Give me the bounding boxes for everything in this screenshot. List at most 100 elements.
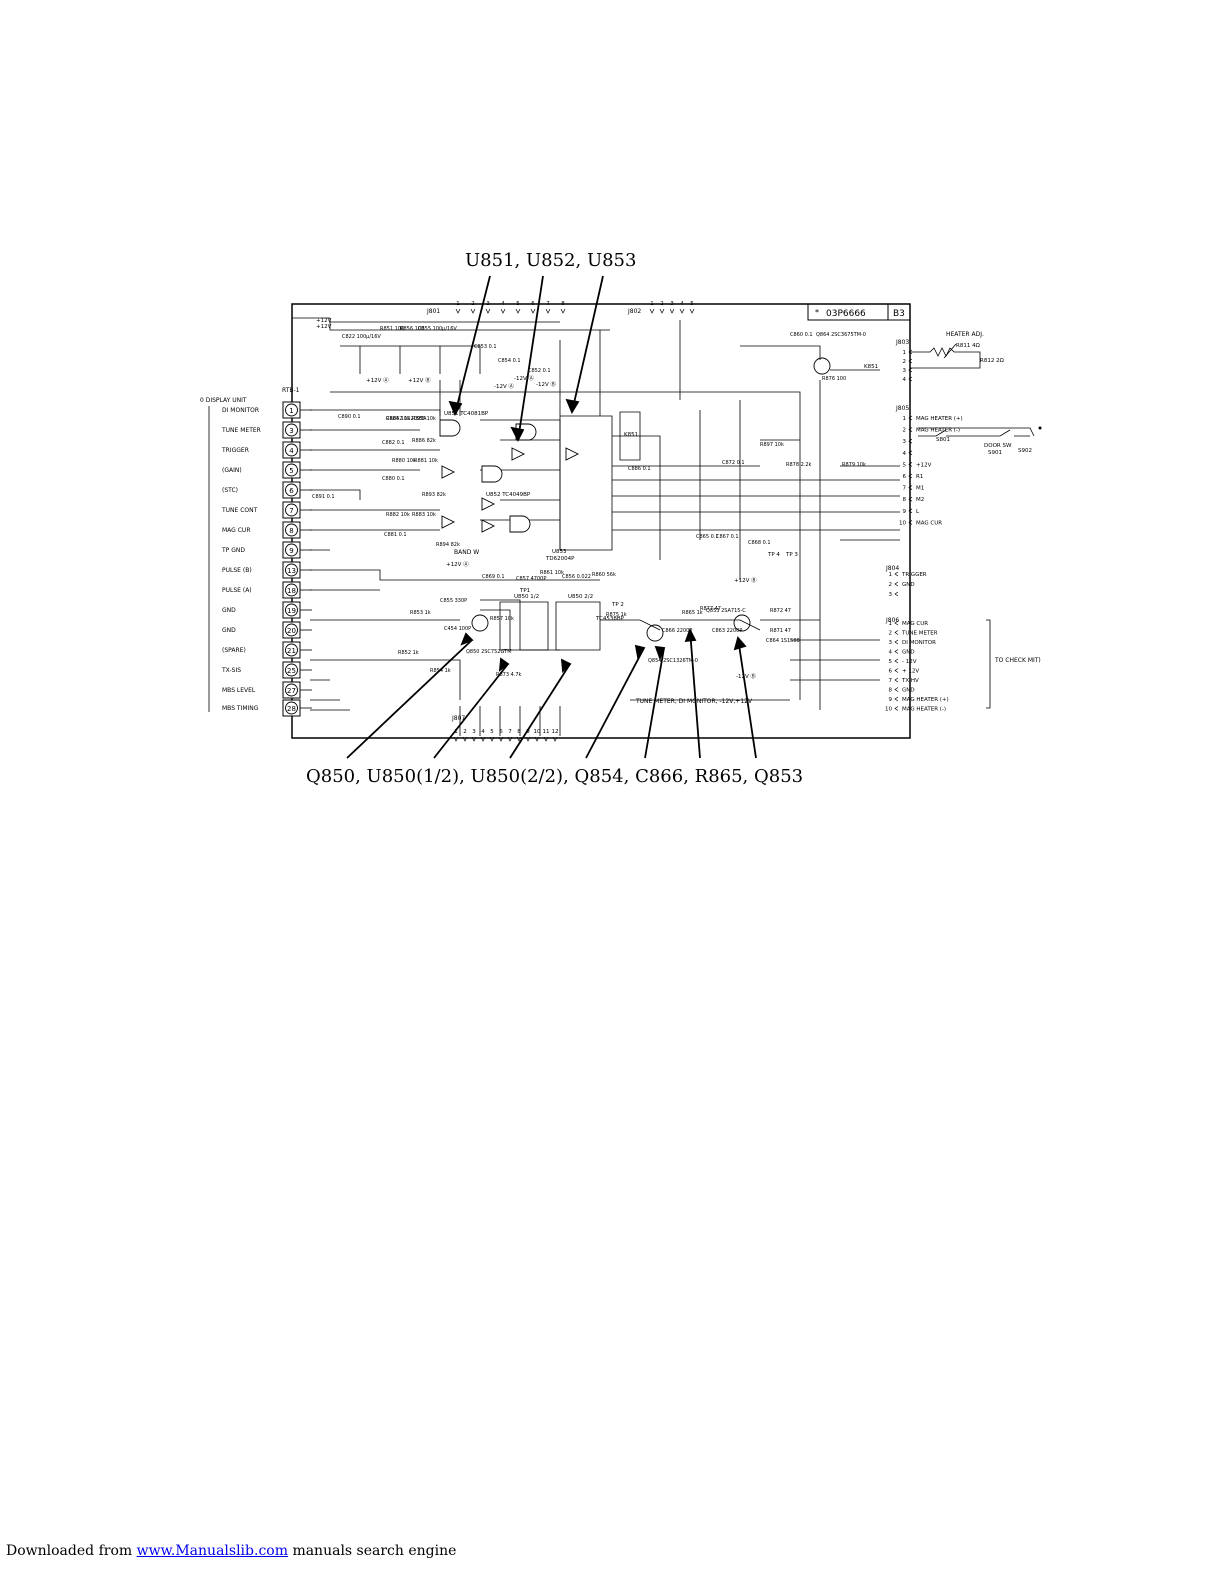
pin-label: + 12V [902, 669, 919, 675]
component-label: R853 1k [410, 610, 431, 616]
pin-marker [515, 308, 521, 314]
component-label: TP 4 [767, 552, 780, 558]
pin-number: 1 [454, 729, 458, 735]
terminal-number: 3 [289, 427, 293, 435]
component-label: R897 10k [760, 442, 784, 448]
terminal-number: 8 [289, 527, 293, 535]
terminal-label: (SPARE) [222, 647, 246, 654]
pin-number: 5 [903, 462, 907, 468]
pin-marker [560, 308, 566, 314]
component-label: R872 47 [770, 608, 791, 614]
component-label: R865 1k [682, 610, 703, 616]
terminal-ring [285, 423, 298, 437]
connector-j807: J807 [451, 715, 465, 722]
pin-marker [894, 658, 899, 664]
pin-marker [908, 508, 913, 514]
component-label: R852 1k [398, 650, 419, 656]
pin-label: TX-HV [901, 678, 919, 684]
component-label: C860 0.1 [790, 332, 813, 338]
component-label: R873 4.7k [496, 672, 522, 678]
pin-marker [455, 308, 461, 314]
pin-marker [471, 736, 477, 742]
pin-label: GND [902, 688, 915, 694]
pin-marker [894, 677, 899, 683]
component-label: R880 10k [392, 458, 416, 464]
terminal-label: (STC) [222, 487, 238, 494]
pin-number: 4 [481, 729, 485, 735]
pin-marker [669, 308, 675, 314]
pin-number: 9 [526, 729, 530, 735]
pin-label: TUNE METER [901, 631, 938, 637]
pin-marker [462, 736, 468, 742]
component-label: R883 10k [412, 512, 436, 518]
pin-marker [489, 736, 495, 742]
terminal-label: MAG CUR [222, 527, 250, 534]
pin-marker [894, 696, 899, 702]
component-label: K851 [624, 432, 638, 438]
terminal-number: 28 [287, 705, 296, 713]
component-label: TP 2 [611, 602, 624, 608]
callout-bottom-label: Q850, U850(1/2), U850(2/2), Q854, C866, … [306, 766, 804, 787]
pin-number: 4 [903, 451, 907, 457]
pin-number: 6 [531, 301, 535, 307]
pin-label: MAG HEATER (-) [902, 707, 946, 713]
pin-number: 2 [903, 359, 907, 365]
component-label: -12V Ⓑ [536, 380, 556, 388]
switch-door-label: DOOR SW [984, 443, 1012, 449]
terminal-ring [285, 543, 298, 557]
terminal-label: TRIGGER [221, 447, 249, 454]
component-label: C868 0.1 [748, 540, 771, 546]
pin-marker [908, 485, 913, 490]
terminal-ring [285, 603, 298, 617]
terminal-number: 7 [289, 507, 293, 515]
pin-number: 4 [680, 301, 684, 307]
pin-marker [908, 438, 913, 444]
component-label: R861 10k [540, 570, 564, 576]
pin-number: 8 [889, 688, 893, 694]
component-label: C822 100μ/16V [342, 334, 381, 340]
pin-marker [530, 308, 536, 314]
terminal-label: GND [222, 627, 236, 634]
terminal-number: 25 [287, 667, 296, 675]
pin-marker [908, 349, 913, 355]
pin-label: R1 [916, 474, 923, 480]
pin-marker [689, 308, 695, 314]
pin-marker [894, 571, 899, 577]
component-label: C866 2200P [662, 628, 692, 634]
terminal-ring [285, 583, 298, 597]
terminal-ring [285, 463, 298, 477]
logic-gates [439, 419, 580, 533]
component-label: +12V Ⓐ [366, 376, 389, 384]
pin-number: 3 [670, 301, 674, 307]
component-label: R876 100 [822, 376, 846, 382]
component-label: TP 3 [785, 552, 798, 558]
pin-marker [894, 687, 899, 692]
footer-link[interactable]: www.Manualslib.com [136, 1543, 288, 1559]
component-label: R851 100 [380, 326, 404, 332]
terminal-ring [285, 643, 298, 657]
component-label: R894 82k [436, 542, 460, 548]
connector-j804: J804 [885, 565, 899, 572]
pin-number: 3 [903, 368, 907, 374]
component-label: C891 0.1 [312, 494, 335, 500]
terminal-number: 27 [287, 687, 296, 695]
band-label: BAND W [454, 549, 479, 556]
footer: Downloaded from www.Manualslib.com manua… [6, 1543, 456, 1559]
pin-number: 8 [903, 497, 907, 503]
pin-number: 8 [561, 301, 565, 307]
pin-number: 5 [490, 729, 494, 735]
component-label: TC4538BP [595, 616, 625, 622]
pin-marker [894, 668, 899, 673]
terminal-label: MBS TIMING [222, 705, 259, 712]
component-label: C855 100μ/16V [418, 326, 457, 332]
component-label: +12V [316, 318, 332, 324]
pin-number: 1 [456, 301, 460, 307]
terminal-number: 13 [287, 567, 296, 575]
pin-marker [908, 367, 913, 373]
pin-number: 9 [889, 697, 893, 703]
component-label: R875 1k [606, 612, 627, 618]
pin-number: 12 [552, 729, 559, 735]
connector-j806: J806 [885, 617, 899, 624]
